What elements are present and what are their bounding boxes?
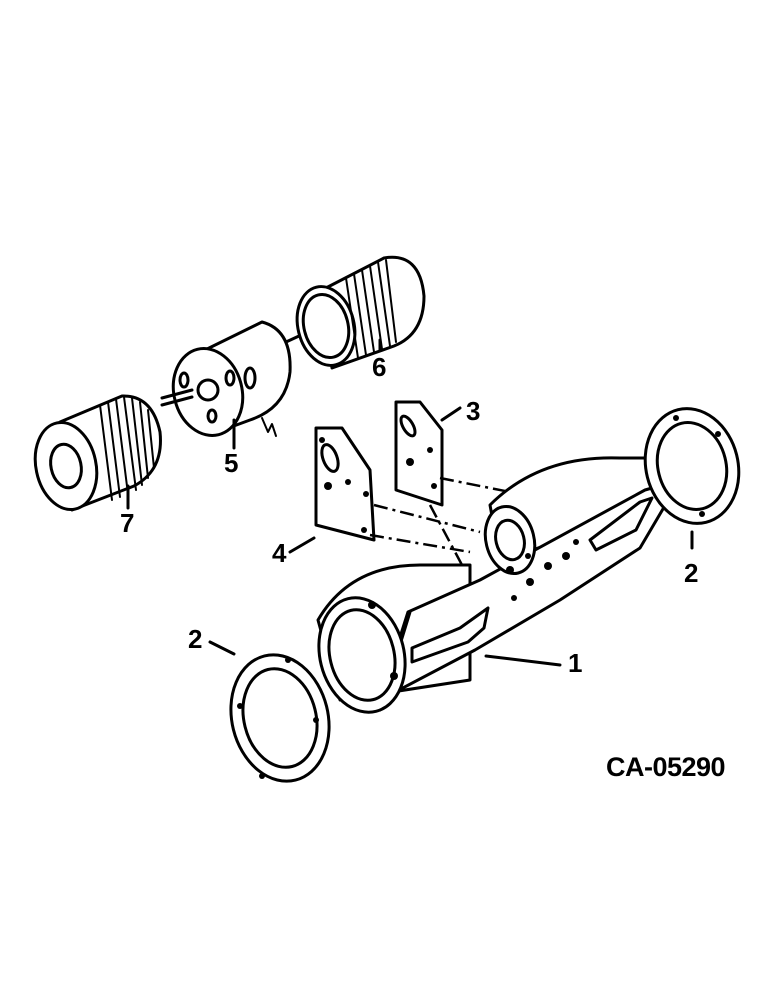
callout-part-2-right: 2 [684, 558, 698, 588]
callout-part-2-left: 2 [188, 624, 202, 654]
blower-housing [316, 456, 682, 714]
callout-part-5: 5 [224, 448, 238, 478]
assembly-lines [369, 476, 526, 581]
figure-code: CA-05290 [606, 752, 725, 782]
callout-part-4: 4 [272, 538, 287, 568]
blower-wheel-left [33, 394, 162, 512]
mounting-ring-right [643, 407, 741, 525]
callout-part-3: 3 [466, 396, 480, 426]
callout-leaders [126, 338, 694, 667]
blower-motor [160, 320, 314, 437]
callout-part-6: 6 [372, 352, 386, 382]
callout-part-7: 7 [120, 508, 134, 538]
mounting-bracket-right [394, 400, 444, 507]
callout-part-1: 1 [568, 648, 582, 678]
mounting-ring-left [229, 653, 331, 783]
blower-wheel-right [295, 255, 426, 370]
mounting-bracket-left [314, 426, 376, 542]
